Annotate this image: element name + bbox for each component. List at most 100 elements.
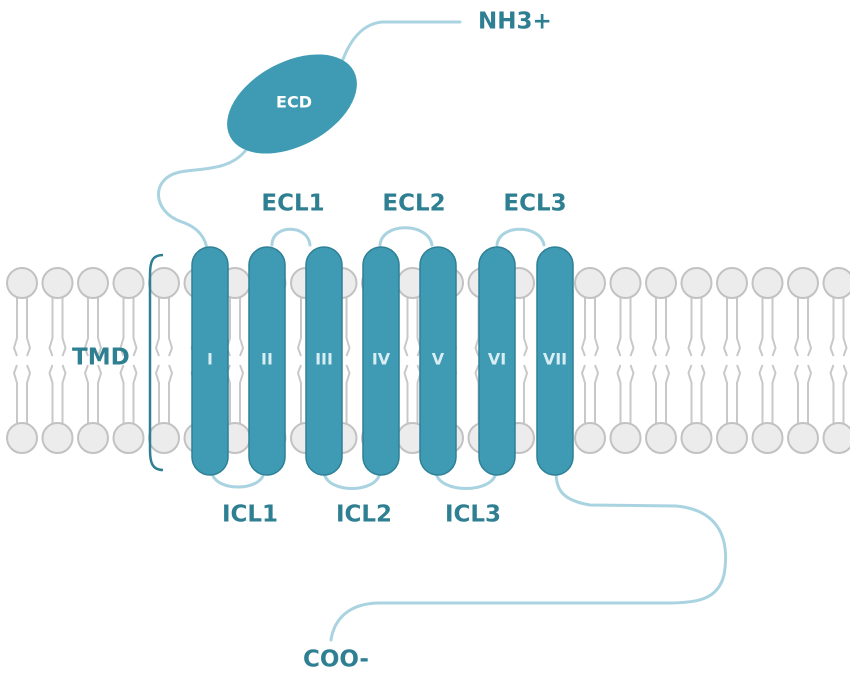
extracellular-domain: ECD [227,54,357,154]
ecd-linker [157,148,248,252]
helix-body [536,246,574,476]
lipid-tail [523,364,529,423]
lipid-head [574,267,606,299]
icl2-label: ICL2 [336,502,392,528]
helix-label: II [261,350,273,369]
lipid-head [609,267,642,299]
lipid-tail [665,364,671,423]
c-terminal-tail [329,468,728,642]
lipid-tail [416,364,422,423]
lipid-head [822,422,850,454]
lipid-tail [736,298,742,357]
lipid-tail [722,298,728,357]
lipid-tail [26,364,32,423]
lipid-tail [239,364,245,423]
lipid-tail [665,298,671,357]
lipid-tail [523,298,529,357]
lipid-tail [594,364,600,423]
lipid-tail [12,298,18,357]
lipid-tail [758,298,764,357]
lipid-tail [154,364,160,423]
tmd-bracket [148,253,164,472]
ecl3-loop [495,227,546,247]
n-terminus-label: NH3+ [478,9,552,35]
lipid-tail [829,364,835,423]
helix-label: VII [543,350,567,369]
lipid-tail [168,364,174,423]
lipid-tail [132,364,138,423]
lipid-tail [629,364,635,423]
helix-7: VII [536,246,574,476]
lipid-head [716,267,748,299]
lipid-tail [48,364,54,423]
lipid-head [148,267,180,299]
lipid-tail [594,298,600,357]
lipid-tail [758,364,764,423]
lipid-tail [700,364,706,423]
ecl3-label: ECL3 [503,191,566,217]
lipid-head [787,267,819,299]
helix-label: VI [488,350,506,369]
lipid-head [645,267,677,299]
lipid-head [645,422,677,454]
lipid-tail [629,298,635,357]
lipid-tail [700,298,706,357]
ecl1-label: ECL1 [261,191,324,217]
helix-body [362,246,400,476]
helix-6: VI [478,246,516,476]
lipid-tail [83,298,89,357]
lipid-head [148,422,180,454]
helix-body [248,246,286,476]
lipid-tail [651,364,657,423]
helix-body [305,246,343,476]
lipid-tail [26,298,32,357]
lipid-tail [132,298,138,357]
icl1-label: ICL1 [222,502,278,528]
lipid-tail [345,298,351,357]
lipid-tail [119,298,125,357]
helix-body [419,246,457,476]
lipid-tail [687,364,693,423]
helix-3: III [305,246,343,476]
icl3-loop [434,470,498,490]
lipid-head [751,422,784,454]
ecl1-loop [270,227,312,247]
helix-1: I [191,246,229,476]
lipid-head [112,267,145,299]
lipid-tail [403,298,409,357]
lipid-head [6,422,38,454]
icl1-loop [210,470,266,489]
lipid-head [716,422,748,454]
lipid-tail [474,298,480,357]
helix-body [478,246,516,476]
protein-chain [157,20,728,642]
lipid-head [6,267,38,299]
helix-2: II [248,246,286,476]
lipid-tail [793,364,799,423]
lipid-tail [807,298,813,357]
lipid-head [609,422,642,454]
lipid-tail [48,298,54,357]
helix-label: IV [372,350,391,369]
lipid-tail [616,364,622,423]
lipid-tail [771,298,777,357]
helix-body [191,246,229,476]
lipid-tail [793,298,799,357]
lipid-head [680,422,713,454]
lipid-tail [416,298,422,357]
lipid-tail [83,364,89,423]
lipid-head [41,267,74,299]
lipid-head [574,422,606,454]
lipid-tail [651,298,657,357]
lipid-head [787,422,819,454]
lipid-tail [12,364,18,423]
lipid-tail [842,298,848,357]
lipid-tail [580,298,586,357]
lipid-head [77,267,109,299]
ecl2-loop [378,226,434,247]
lipid-head [112,422,145,454]
lipid-head [751,267,784,299]
ecd-label: ECD [276,93,312,112]
